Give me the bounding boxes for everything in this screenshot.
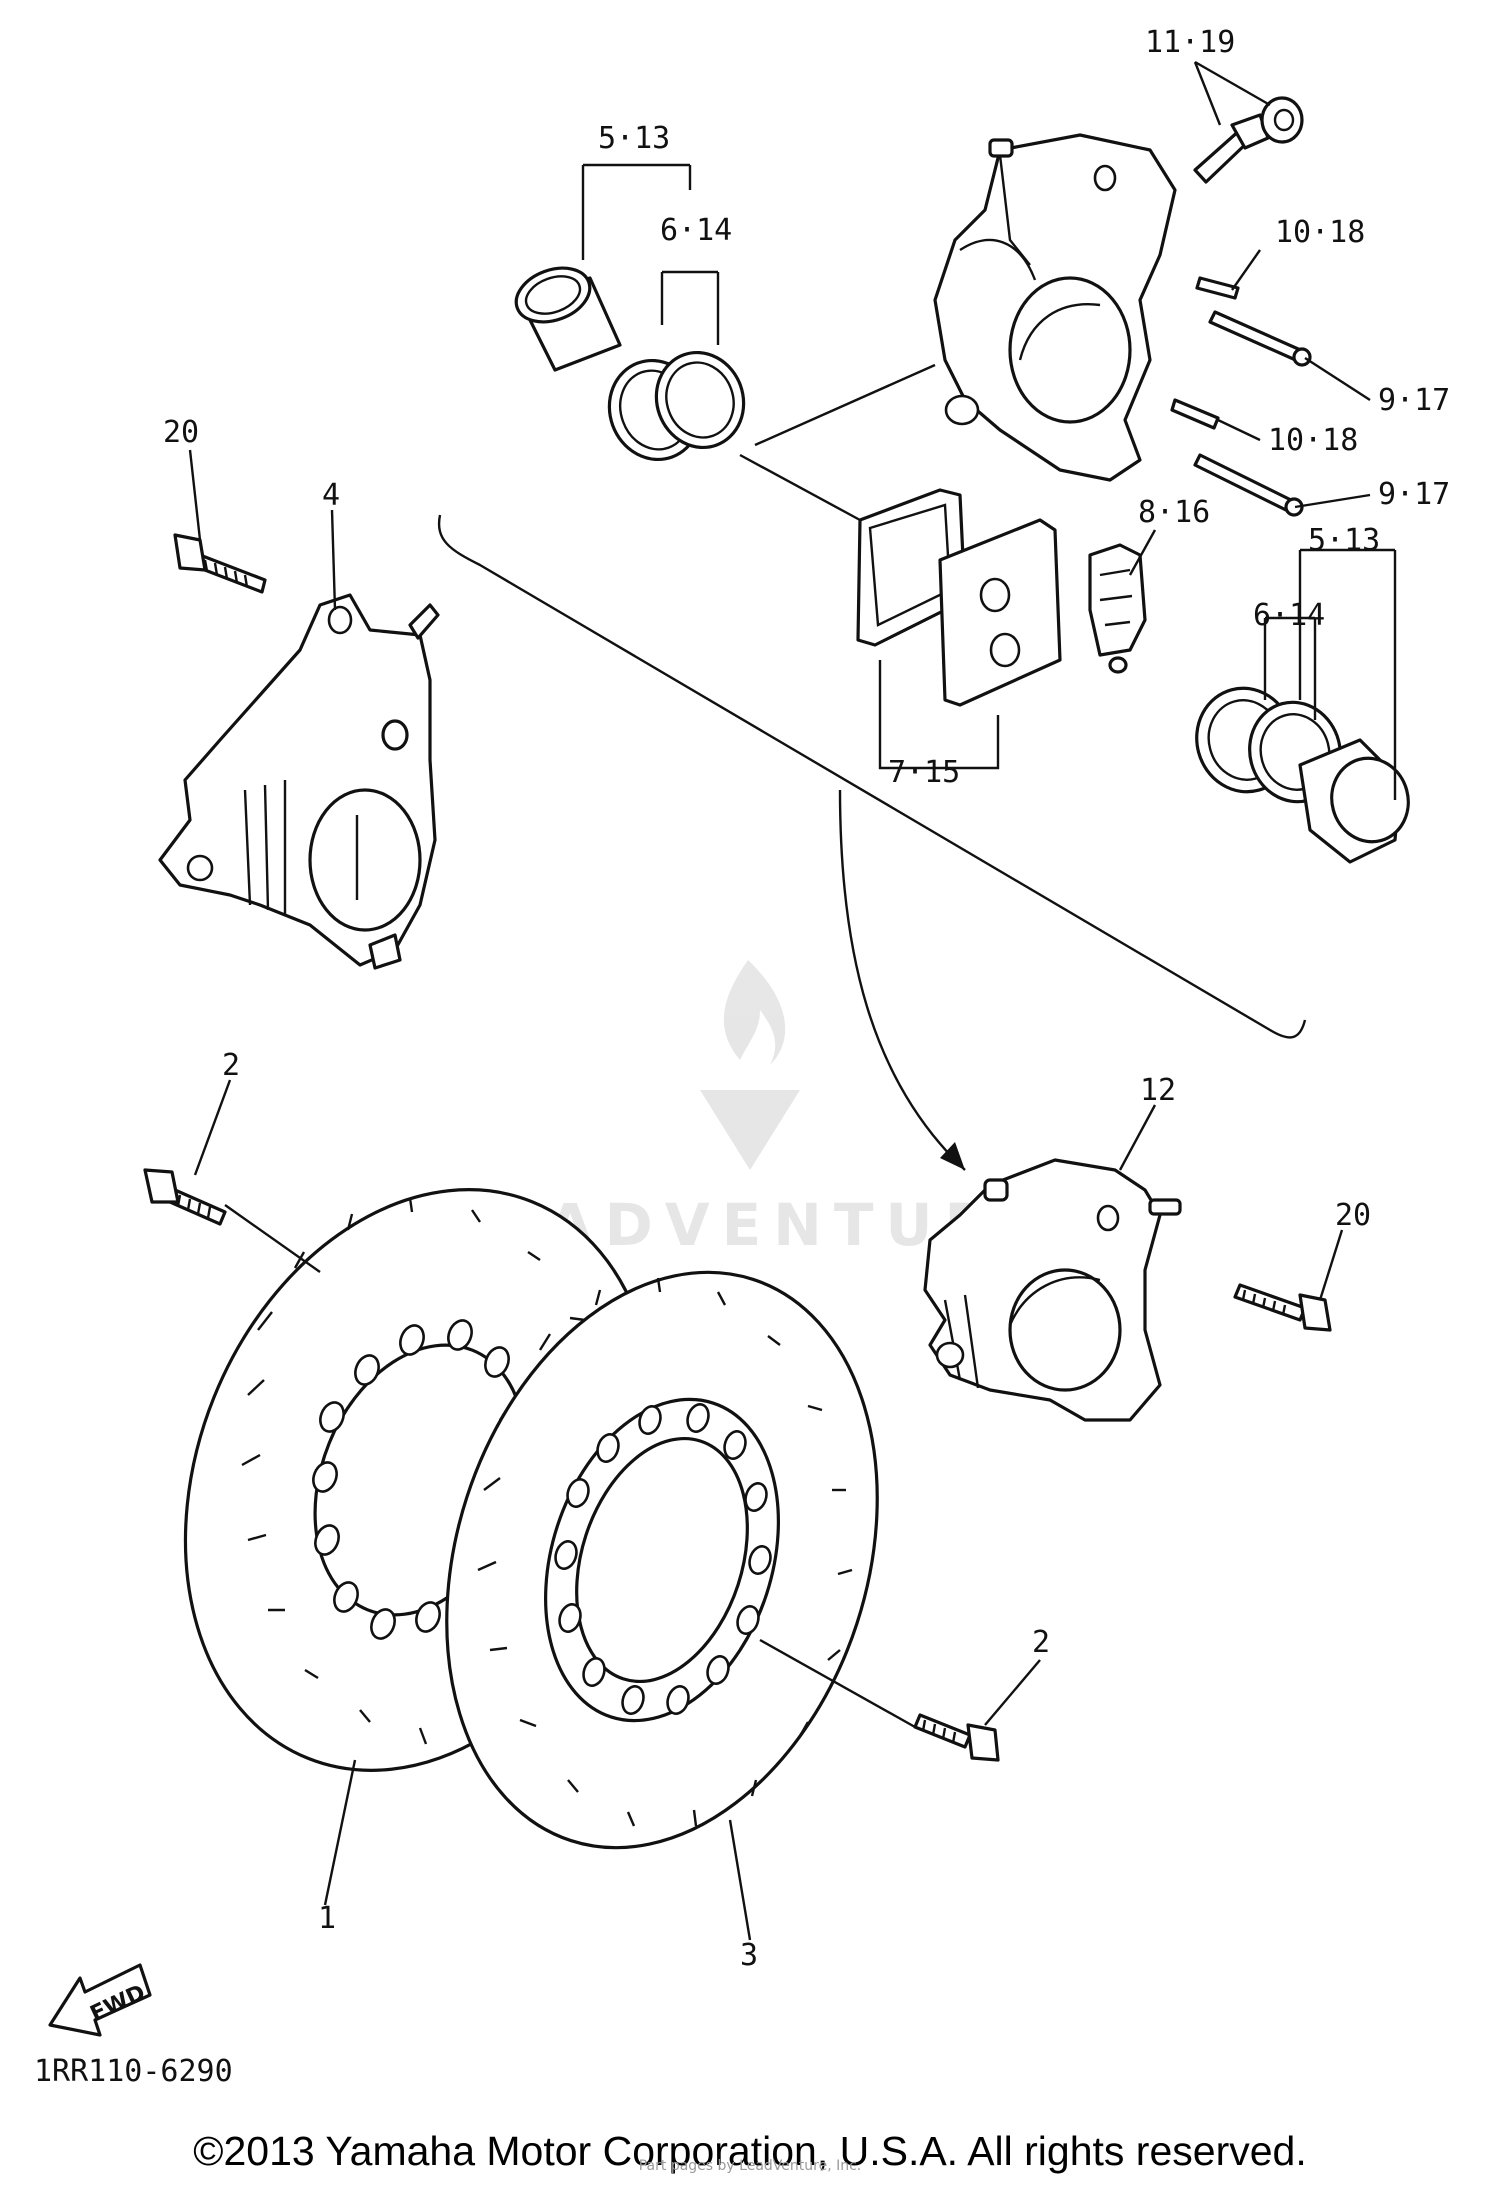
disc-bolt-right — [913, 1713, 1000, 1762]
callout-6-14-right: 6·14 — [1253, 598, 1325, 633]
callout-11-19: 11·19 — [1145, 25, 1235, 60]
callout-5-13-top: 5·13 — [598, 121, 670, 156]
assembly-arrowhead — [940, 1142, 965, 1170]
brake-pad-rear — [938, 518, 1062, 707]
bleeder-screw — [1193, 113, 1270, 184]
piston-right — [1298, 738, 1410, 864]
callout-20-right: 20 — [1335, 1198, 1371, 1233]
caliper-bolt-left — [173, 533, 267, 594]
disc-bolt-left — [143, 1168, 227, 1226]
callout-2-right: 2 — [1032, 1625, 1050, 1660]
piston-top — [514, 266, 622, 372]
callout-8-16: 8·16 — [1138, 495, 1210, 530]
callout-2-left: 2 — [222, 1048, 240, 1083]
callout-5-13-right: 5·13 — [1308, 523, 1380, 558]
left-caliper — [158, 593, 440, 970]
diagram-code: 1RR110-6290 — [34, 2054, 233, 2089]
callout-9-17-a: 9·17 — [1378, 383, 1450, 418]
watermark-small-text: Part pages by LeadVenture, Inc. — [638, 2158, 862, 2174]
callout-9-17-b: 9·17 — [1378, 477, 1450, 512]
bleeder-cap — [1260, 96, 1304, 144]
callout-1: 1 — [318, 1901, 336, 1936]
brake-disc-right — [445, 1270, 879, 1850]
callout-4: 4 — [322, 478, 340, 513]
callout-10-18-a: 10·18 — [1275, 215, 1365, 250]
leader-lines — [188, 60, 1397, 1941]
pin-clip-lower — [1170, 398, 1220, 430]
callout-20-left: 20 — [163, 415, 199, 450]
piston-seal-top — [607, 350, 746, 462]
copyright-notice: ©2013 Yamaha Motor Corporation, U.S.A. A… — [193, 2128, 1307, 2174]
pad-pin-lower — [1193, 453, 1304, 517]
callout-6-14-top: 6·14 — [660, 213, 732, 248]
pad-pin-upper — [1208, 310, 1312, 367]
callout-labels: 11·19 5·13 6·14 10·18 9·17 10·18 9·17 8·… — [163, 25, 1450, 1973]
callout-12: 12 — [1140, 1073, 1176, 1108]
callout-7-15: 7·15 — [888, 755, 960, 790]
assembly-arrow-line — [838, 789, 966, 1171]
callout-10-18-b: 10·18 — [1268, 423, 1358, 458]
right-caliper — [923, 1158, 1182, 1422]
callout-3: 3 — [740, 1938, 758, 1973]
forward-direction-arrow: FWD — [48, 1963, 152, 2037]
pin-clip-upper — [1195, 276, 1240, 300]
caliper-bolt-right — [1233, 1283, 1332, 1332]
exploded-group-bracket — [437, 514, 1307, 1039]
top-caliper-body — [933, 133, 1177, 482]
